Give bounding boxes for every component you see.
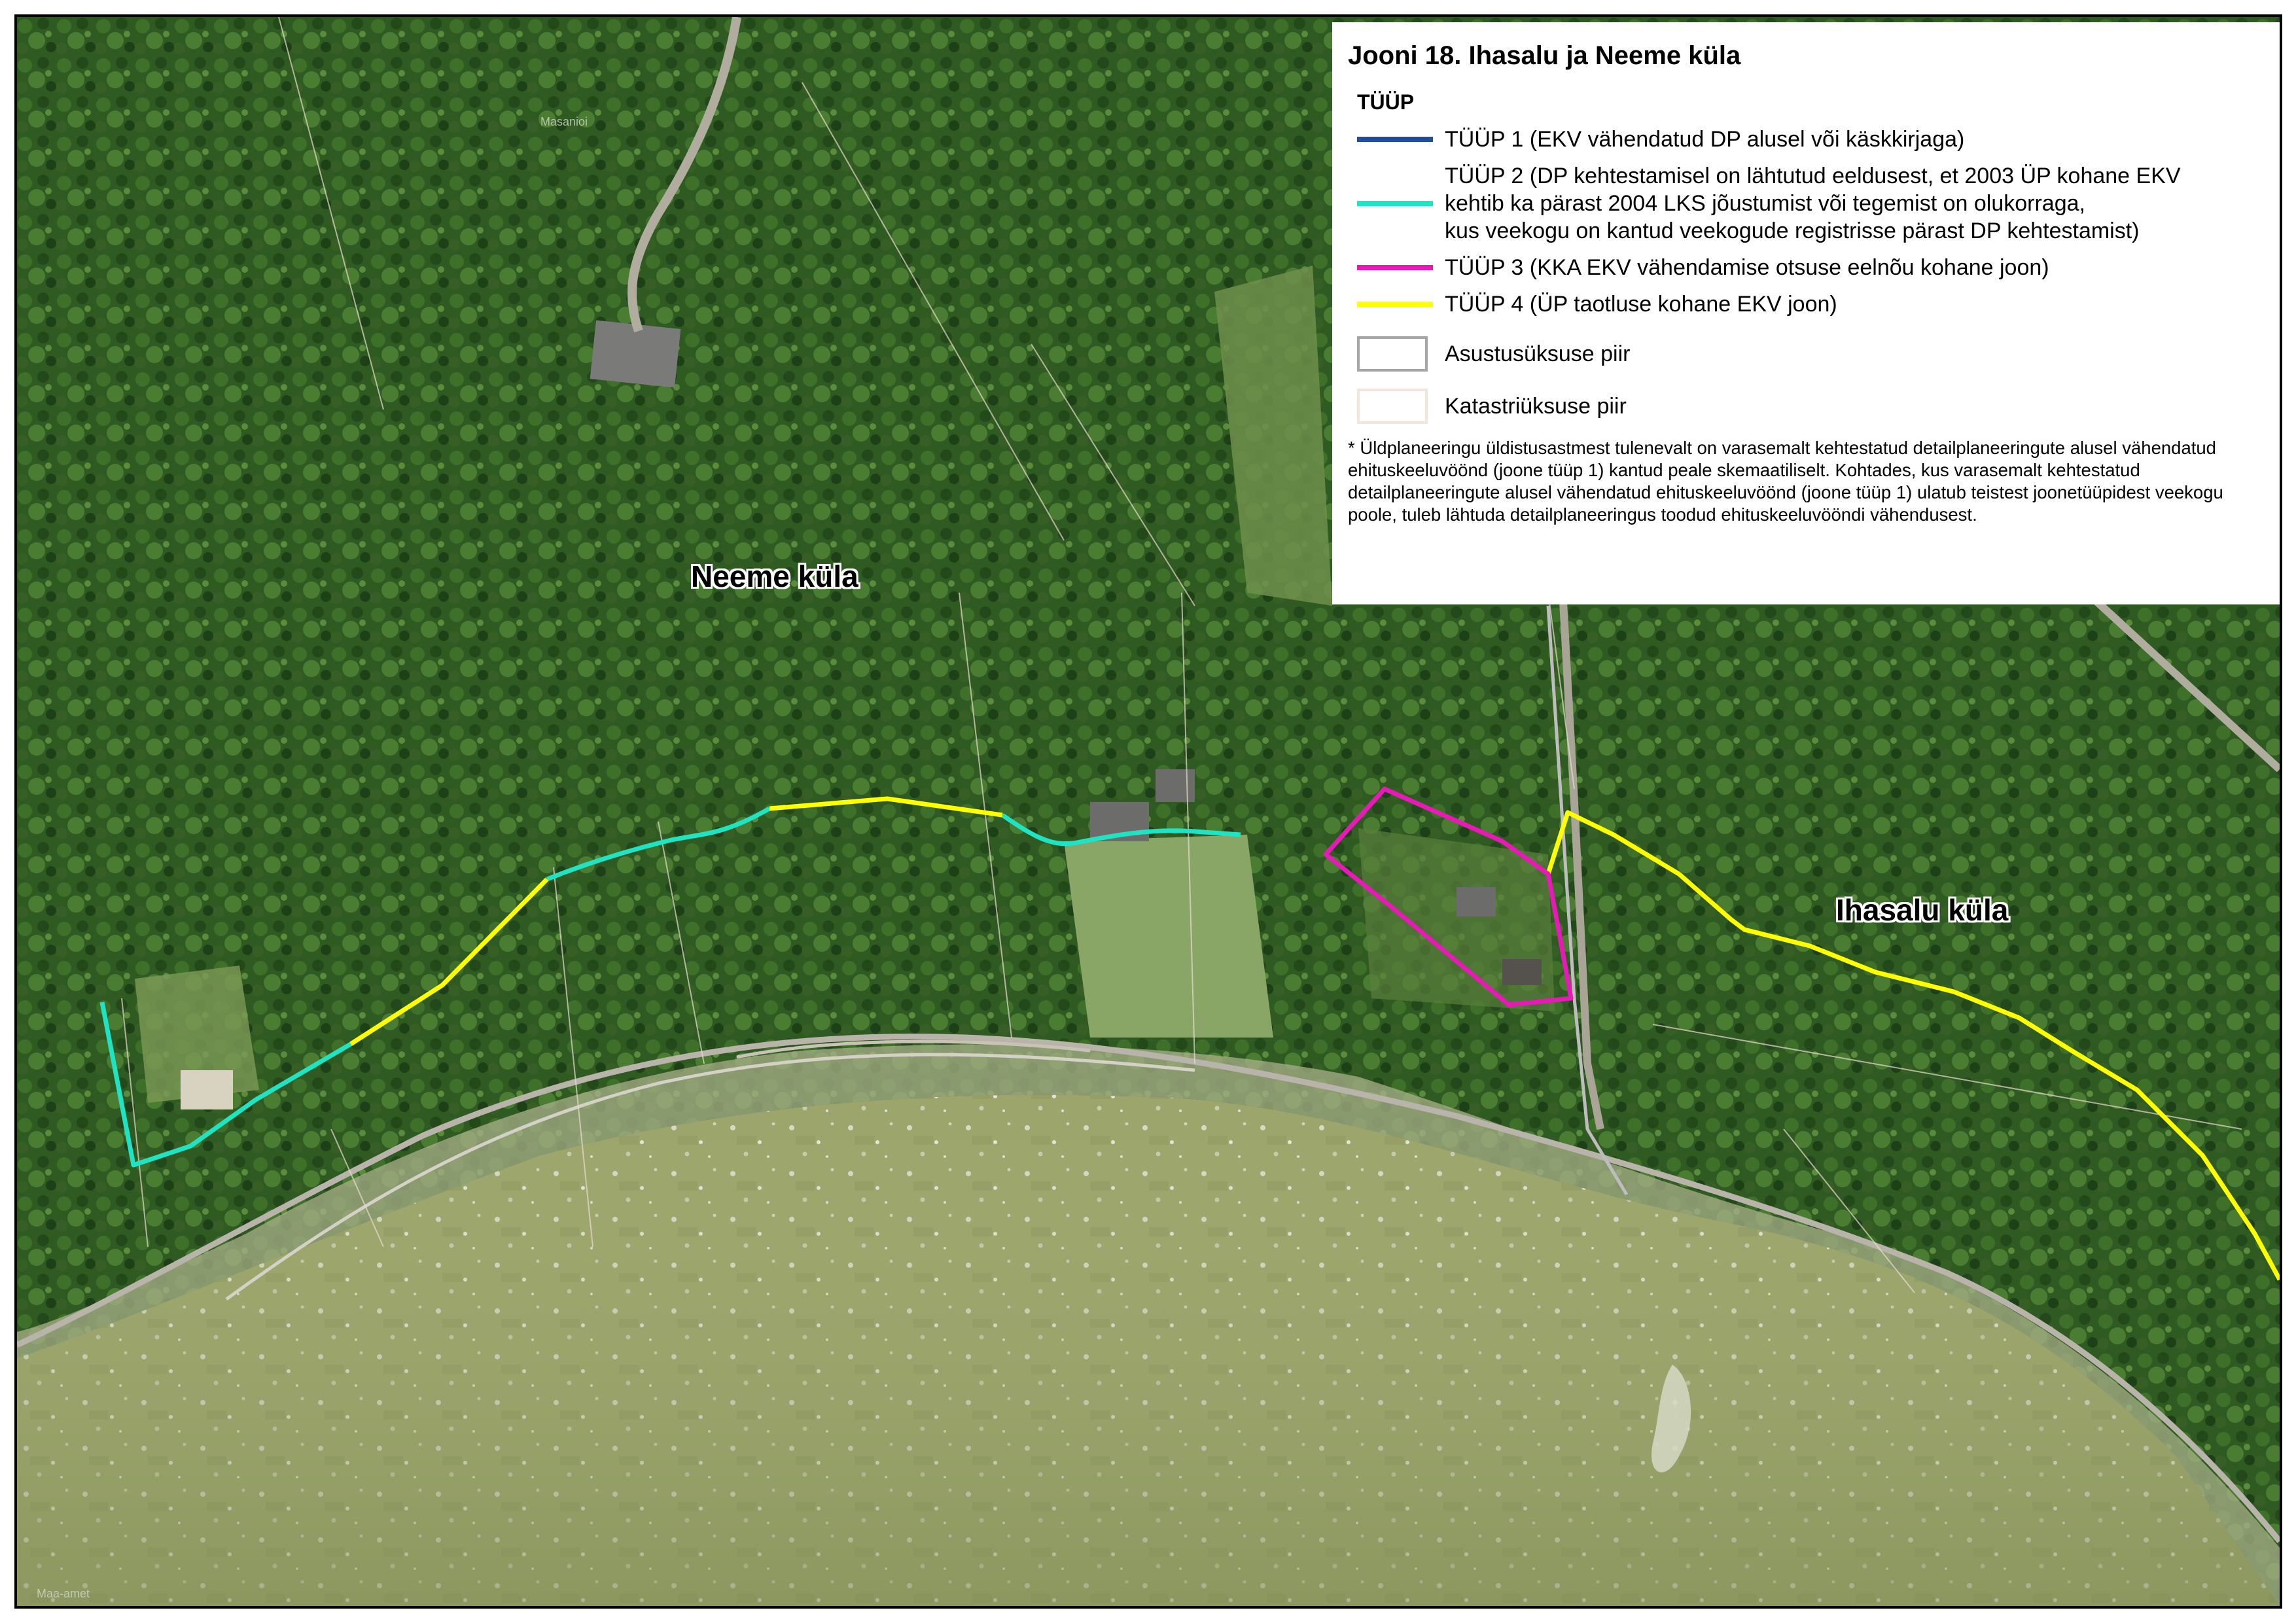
legend-label-cadastral-boundary: Katastriüksuse piir [1445,394,1627,419]
legend-swatch-type-3 [1357,265,1433,270]
coastal-path [225,1053,1195,1301]
micro-label-bottom-left: Maa-amet [37,1587,90,1600]
road-north [627,17,741,333]
settlement-boundary [1546,605,1629,1196]
legend-item-cadastral-boundary: Katastriüksuse piir [1357,389,2269,424]
road-east [1557,566,1604,1130]
cadastral-boundaries [121,17,2242,1293]
field-upper-right [1214,266,1332,606]
legend-item-type-1: TÜÜP 1 (EKV vähendatud DP alusel või käs… [1357,126,2269,153]
legend-title: Jooni 18. Ihasalu ja Neeme küla [1348,41,1741,70]
legend-note: * Üldplaneeringu üldistusastmest tulenev… [1348,438,2223,525]
field-yard-center [1064,835,1273,1038]
clearing-house-left [135,966,259,1103]
building [181,1070,233,1109]
micro-label-top: Masanioi [540,115,588,128]
legend-item-type-4: TÜÜP 4 (ÜP taotluse kohane EKV joon) [1357,290,2269,318]
legend-item-settlement-boundary: Asustusüksuse piir [1357,336,2269,372]
legend-subtitle: TÜÜP [1357,90,1415,114]
legend-label-type-1: TÜÜP 1 (EKV vähendatud DP alusel või käs… [1445,127,1965,152]
place-label-ihasalu: Ihasalu küla [1836,893,2009,927]
building [1457,887,1496,916]
yard-path [736,1039,1091,1059]
legend-label-type-4: TÜÜP 4 (ÜP taotluse kohane EKV joon) [1445,292,1837,317]
building [1502,959,1542,985]
legend-item-type-2: TÜÜP 2 (DP kehtestamisel on lähtutud eel… [1357,162,2269,245]
legend-swatch-type-4 [1357,302,1433,307]
legend-swatch-type-1 [1357,137,1433,142]
legend-label-type-2: TÜÜP 2 (DP kehtestamisel on lähtutud eel… [1445,164,2181,243]
map-frame: Neeme küla Ihasalu küla Masanioi Maa-ame… [14,14,2282,1609]
type-4-lines [349,796,2280,1281]
type-3-line [1323,786,1574,1007]
sandbar [1651,1365,1691,1473]
building [1156,769,1195,802]
legend-item-type-3: TÜÜP 3 (KKA EKV vähendamise otsuse eelnõ… [1357,254,2269,281]
legend-label-type-3: TÜÜP 3 (KKA EKV vähendamise otsuse eelnõ… [1445,255,2049,280]
type-2-lines [99,806,1241,1168]
building [590,320,681,388]
legend-panel: Jooni 18. Ihasalu ja Neeme küla TÜÜP TÜÜ… [1332,22,2280,604]
coastal-road [17,1034,2280,1543]
legend-swatch-settlement-boundary [1357,336,1428,372]
legend-label-settlement-boundary: Asustusüksuse piir [1445,341,1631,366]
legend-swatch-type-2 [1357,201,1433,206]
place-label-neeme: Neeme küla [691,559,858,593]
legend-swatch-cadastral-boundary [1357,389,1428,424]
sea-shade [17,1094,2280,1606]
